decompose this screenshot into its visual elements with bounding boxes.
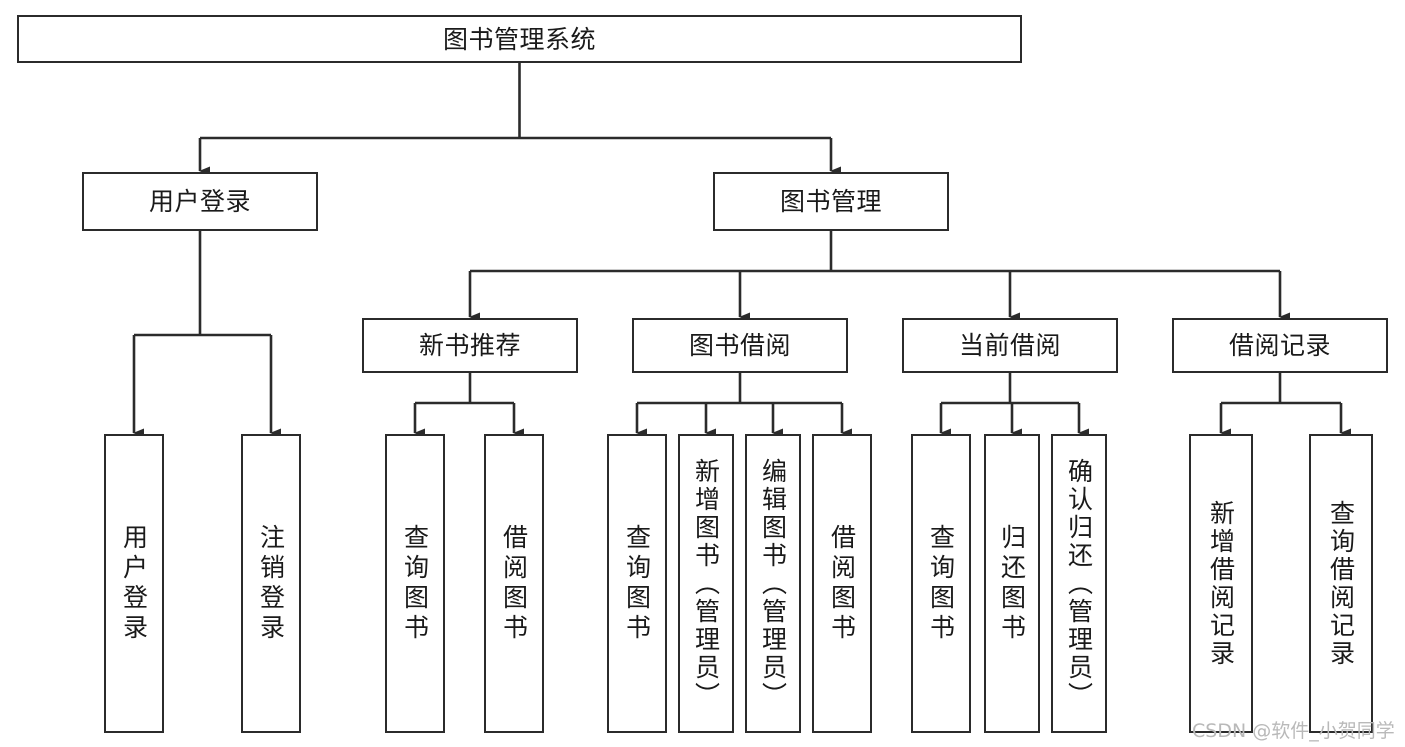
node-label: 借阅图书 [499,523,529,644]
node-label: 新增图书（管理员） [691,457,721,710]
node-leaf-bo-add[interactable]: 新增图书（管理员） [678,434,734,733]
node-label: 新增借阅记录 [1206,499,1236,668]
node-leaf-cu-query[interactable]: 查询图书 [911,434,971,733]
node-leaf-rc-add[interactable]: 新增借阅记录 [1189,434,1253,733]
node-leaf-bo-query[interactable]: 查询图书 [607,434,667,733]
node-leaf-rc-query[interactable]: 查询借阅记录 [1309,434,1373,733]
node-label: 查询图书 [400,523,430,644]
node-leaf-user-logout[interactable]: 注销登录 [241,434,301,733]
node-leaf-nb-borrow[interactable]: 借阅图书 [484,434,544,733]
node-label: 查询图书 [926,523,956,644]
node-label: 当前借阅 [958,331,1061,360]
node-bookmgmt[interactable]: 图书管理 [713,172,949,231]
node-current[interactable]: 当前借阅 [902,318,1118,373]
node-label: 查询借阅记录 [1326,499,1356,668]
node-leaf-bo-edit[interactable]: 编辑图书（管理员） [745,434,801,733]
node-label: 借阅记录 [1228,331,1331,360]
node-leaf-cu-confirm[interactable]: 确认归还（管理员） [1051,434,1107,733]
node-label: 查询图书 [622,523,652,644]
node-leaf-nb-query[interactable]: 查询图书 [385,434,445,733]
node-records[interactable]: 借阅记录 [1172,318,1388,373]
node-borrow[interactable]: 图书借阅 [632,318,848,373]
node-label: 图书借阅 [688,331,791,360]
node-label: 归还图书 [997,523,1027,644]
node-label: 用户登录 [148,187,251,216]
watermark: CSDN @软件_小贺同学 [1192,720,1395,742]
node-label: 借阅图书 [827,523,857,644]
node-label: 注销登录 [256,523,286,644]
node-leaf-cu-return[interactable]: 归还图书 [984,434,1040,733]
node-leaf-user-login[interactable]: 用户登录 [104,434,164,733]
node-leaf-bo-borrow[interactable]: 借阅图书 [812,434,872,733]
node-root[interactable]: 图书管理系统 [17,15,1022,63]
node-label: 新书推荐 [418,331,521,360]
node-label: 用户登录 [119,523,149,644]
node-label: 图书管理系统 [442,24,596,54]
node-login[interactable]: 用户登录 [82,172,318,231]
node-label: 确认归还（管理员） [1064,457,1094,710]
node-label: 编辑图书（管理员） [758,457,788,710]
node-label: 图书管理 [779,187,882,216]
node-newbooks[interactable]: 新书推荐 [362,318,578,373]
